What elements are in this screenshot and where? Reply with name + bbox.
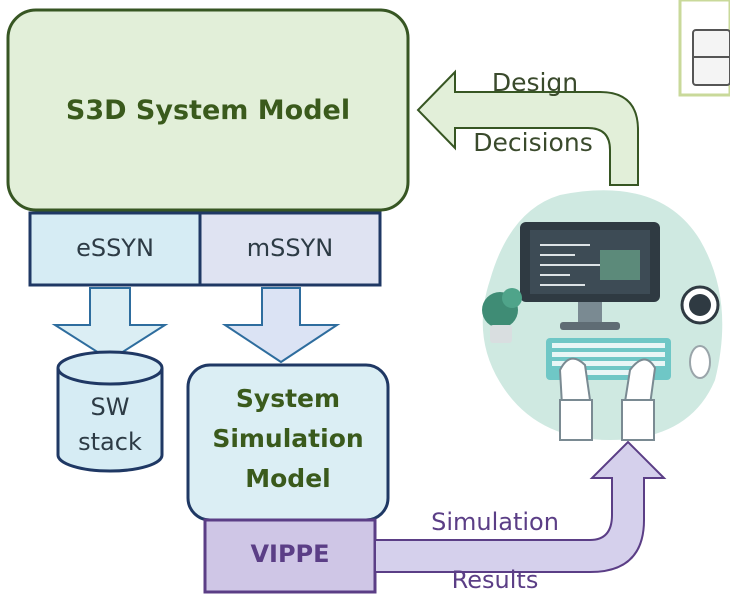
down-arrow-icon [51,287,169,362]
simulation-model-title-line1: System [235,384,341,413]
system-model-title: S3D System Model [65,95,351,126]
curved-arrow-icon [416,69,639,186]
vippe-label: VIPPE [250,540,330,568]
mssyn-label: mSSYN [246,234,334,262]
sw-stack-label-line2: stack [78,428,142,456]
design-decisions-label-line2: Decisions [473,128,593,157]
curved-arrow-icon [374,440,667,573]
system-model-box [6,8,410,212]
simulation-results-label-line1: Simulation [431,508,559,536]
down-arrow-icon [221,287,341,364]
corner-fragment [678,0,730,97]
sw-stack-label-line1: SW [90,393,130,421]
mssyn-box [198,211,382,287]
vippe-box [203,518,377,594]
essyn-label: eSSYN [76,234,154,262]
computer-user-illustration [482,190,723,441]
simulation-results-label-line2: Results [451,566,539,594]
simulation-model-title-line2: Simulation [212,424,364,453]
design-decisions-label-line1: Design [491,68,579,97]
simulation-model-title-line3: Model [245,464,331,493]
database-cylinder-icon [56,350,164,473]
